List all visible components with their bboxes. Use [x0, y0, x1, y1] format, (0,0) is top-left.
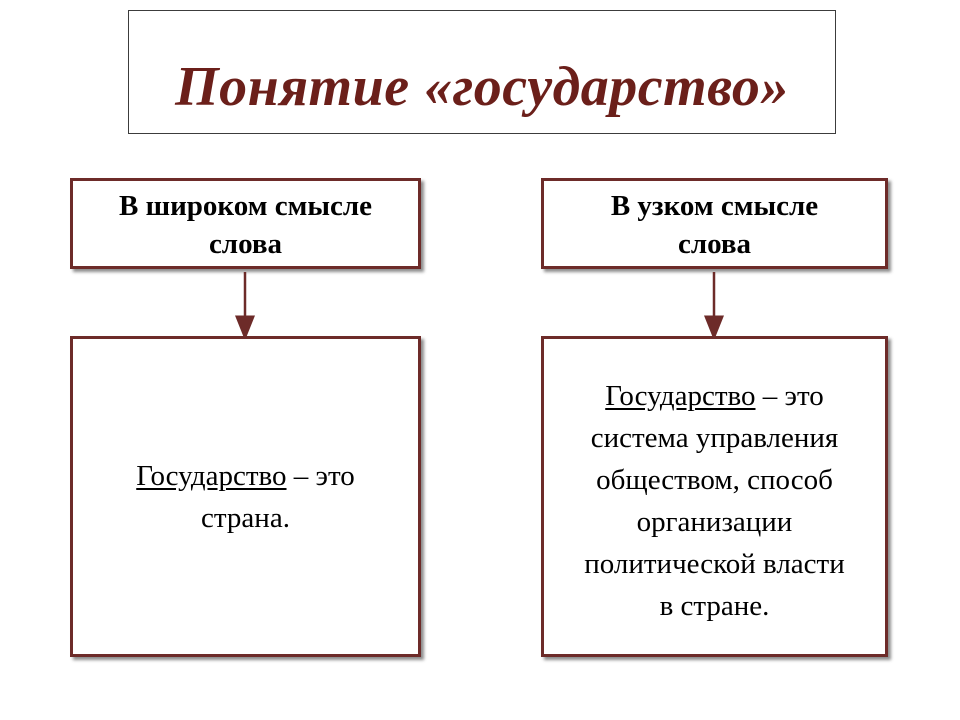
broad-sense-def-line1: – это	[293, 459, 355, 492]
broad-sense-heading-line2: слова	[208, 227, 283, 260]
narrow-sense-def-line6: в стране.	[659, 589, 770, 622]
title-box: Понятие «государство»	[128, 10, 836, 134]
broad-sense-def-line2: страна.	[201, 501, 290, 534]
narrow-sense-term: Государство	[605, 379, 756, 412]
narrow-sense-def-line3: обществом, способ	[596, 463, 833, 496]
broad-sense-heading-box: В широком смысле слова	[70, 178, 421, 269]
broad-sense-heading: В широком смысле слова	[119, 187, 372, 263]
narrow-sense-heading-line1: В узком смысле	[610, 189, 819, 222]
narrow-sense-heading: В узком смысле слова	[611, 187, 818, 263]
narrow-sense-definition-box: Государство – это система управления общ…	[541, 336, 888, 657]
narrow-sense-heading-box: В узком смысле слова	[541, 178, 888, 269]
broad-sense-heading-line1: В широком смысле	[119, 189, 372, 222]
broad-sense-term: Государство	[136, 459, 287, 492]
narrow-sense-definition: Государство – это система управления общ…	[584, 367, 844, 627]
narrow-sense-def-line1: – это	[762, 379, 824, 412]
broad-sense-definition: Государство – это страна.	[136, 455, 355, 539]
slide-title: Понятие «государство»	[175, 56, 789, 118]
broad-sense-definition-box: Государство – это страна.	[70, 336, 421, 657]
narrow-sense-def-line2: система управления	[590, 421, 839, 454]
narrow-sense-def-line4: организации	[636, 505, 793, 538]
narrow-sense-heading-line2: слова	[677, 227, 752, 260]
narrow-sense-def-line5: политической власти	[584, 547, 845, 580]
